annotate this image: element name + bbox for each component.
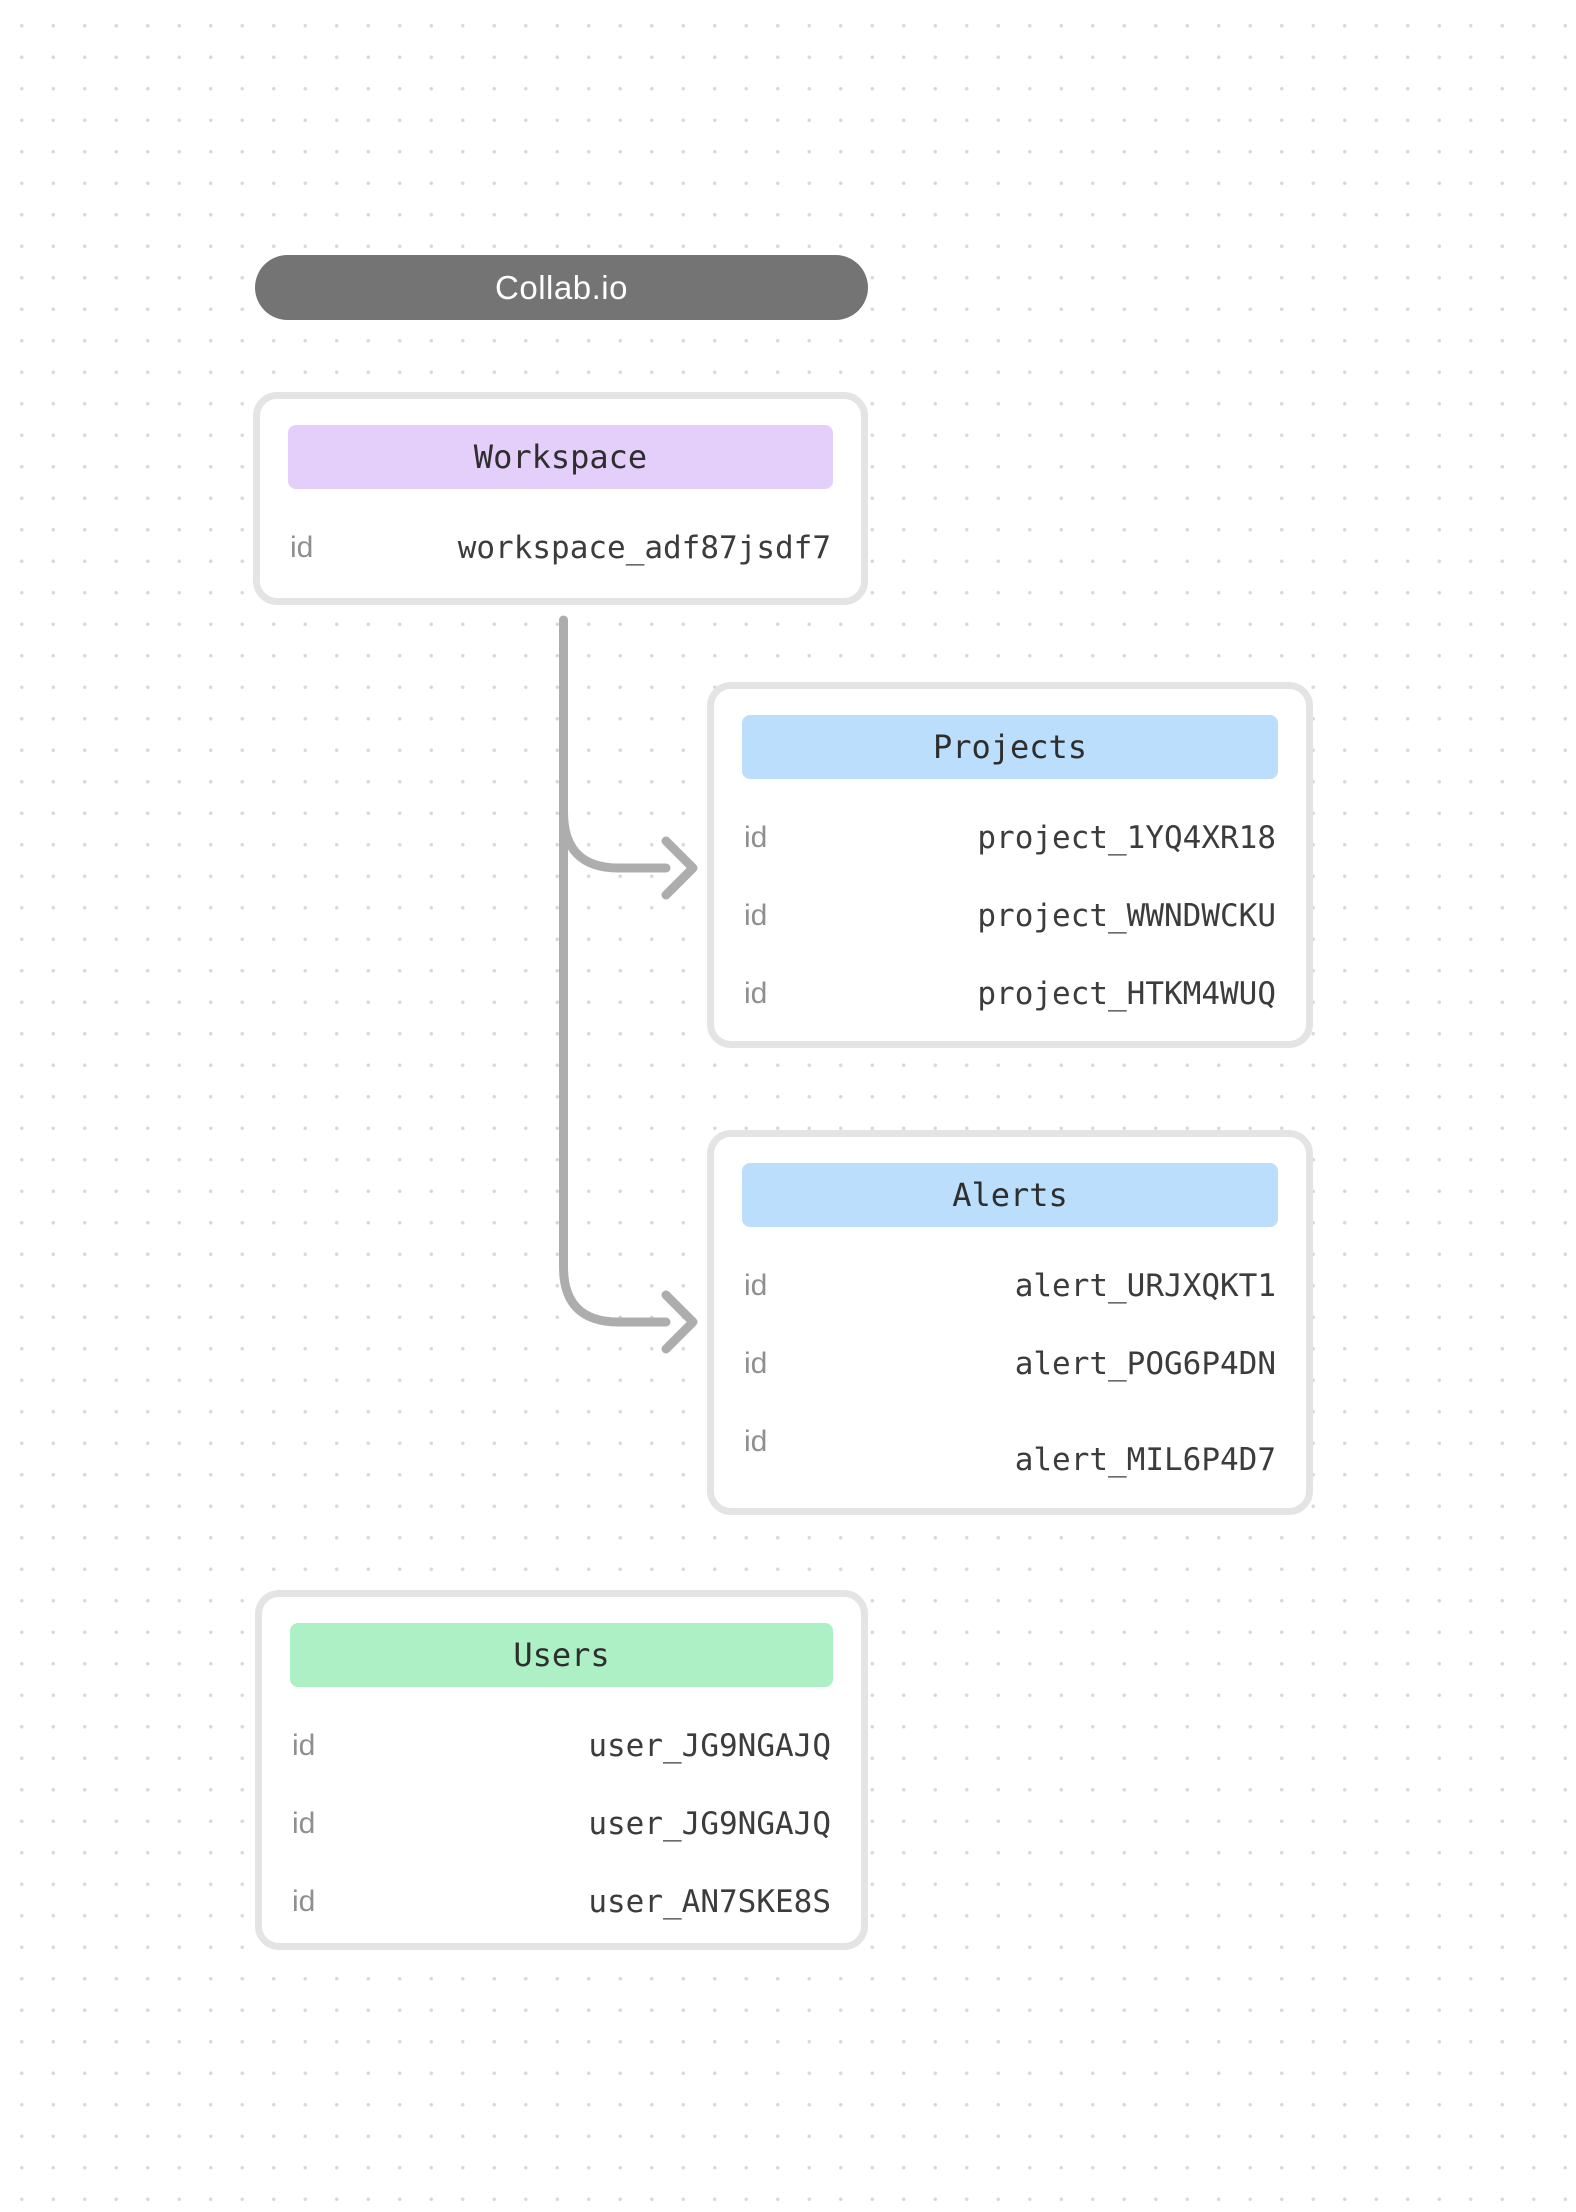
field-key: id <box>292 1729 316 1762</box>
app-title: Collab.io <box>495 268 628 306</box>
node-projects[interactable]: Projects id project_1YQ4XR18 id project_… <box>707 682 1313 1048</box>
projects-header: Projects <box>742 715 1278 779</box>
projects-row-2: id project_WWNDWCKU <box>744 877 1276 955</box>
projects-row-1: id project_1YQ4XR18 <box>744 799 1276 877</box>
field-key: id <box>744 977 768 1010</box>
field-value: user_JG9NGAJQ <box>588 1806 831 1842</box>
arrowhead-projects-icon <box>661 836 698 900</box>
field-key: id <box>292 1885 316 1918</box>
projects-title: Projects <box>932 728 1088 766</box>
users-header: Users <box>290 1623 833 1687</box>
workspace-header: Workspace <box>288 425 833 489</box>
alerts-row-3: id alert_MIL6P4D7 <box>744 1403 1276 1481</box>
workspace-row-id: id workspace_adf87jsdf7 <box>290 509 831 587</box>
node-app-title[interactable]: Collab.io <box>255 255 868 320</box>
workspace-title: Workspace <box>473 438 648 476</box>
field-key: id <box>744 1347 768 1380</box>
field-key: id <box>744 1269 768 1302</box>
node-workspace[interactable]: Workspace id workspace_adf87jsdf7 <box>253 392 868 605</box>
users-title: Users <box>513 1636 610 1674</box>
node-users[interactable]: Users id user_JG9NGAJQ id user_JG9NGAJQ … <box>255 1590 868 1950</box>
field-value: project_1YQ4XR18 <box>977 820 1276 856</box>
projects-row-3: id project_HTKM4WUQ <box>744 955 1276 1033</box>
field-key: id <box>744 1425 768 1458</box>
field-value: alert_POG6P4DN <box>1014 1346 1276 1382</box>
field-key: id <box>290 531 314 564</box>
field-key: id <box>744 821 768 854</box>
users-row-3: id user_AN7SKE8S <box>292 1863 831 1941</box>
field-value: alert_URJXQKT1 <box>1014 1268 1276 1304</box>
field-value: project_HTKM4WUQ <box>977 976 1276 1012</box>
alerts-title: Alerts <box>952 1176 1068 1214</box>
users-row-1: id user_JG9NGAJQ <box>292 1707 831 1785</box>
node-alerts[interactable]: Alerts id alert_URJXQKT1 id alert_POG6P4… <box>707 1130 1313 1515</box>
field-key: id <box>744 899 768 932</box>
connector-workspace-to-alerts <box>559 615 671 1327</box>
alerts-row-2: id alert_POG6P4DN <box>744 1325 1276 1403</box>
field-key: id <box>292 1807 316 1840</box>
field-value: user_AN7SKE8S <box>588 1884 831 1920</box>
alerts-header: Alerts <box>742 1163 1278 1227</box>
connector-workspace-to-projects <box>559 807 671 873</box>
users-row-2: id user_JG9NGAJQ <box>292 1785 831 1863</box>
field-value: user_JG9NGAJQ <box>588 1728 831 1764</box>
arrowhead-alerts-icon <box>661 1290 698 1354</box>
field-value: alert_MIL6P4D7 <box>1014 1442 1276 1478</box>
alerts-row-1: id alert_URJXQKT1 <box>744 1247 1276 1325</box>
field-value: workspace_adf87jsdf7 <box>457 530 831 566</box>
field-value: project_WWNDWCKU <box>977 898 1276 934</box>
